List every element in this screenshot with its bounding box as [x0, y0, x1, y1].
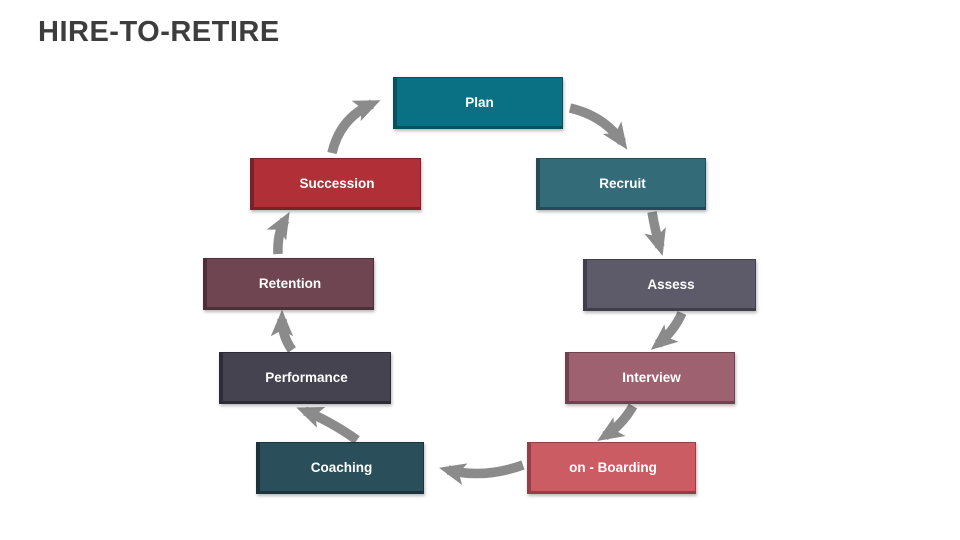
step-retention: Retention — [203, 258, 374, 310]
step-label: Interview — [622, 369, 681, 385]
arrow-plan-to-recruit — [568, 103, 628, 150]
step-label: Plan — [465, 94, 494, 110]
step-plan: Plan — [393, 77, 563, 129]
arrow-interview-to-onboarding — [597, 403, 638, 442]
page-title: HIRE-TO-RETIRE — [38, 16, 280, 48]
step-label: Succession — [299, 175, 375, 191]
arrow-retention-to-succession — [266, 211, 290, 255]
step-succession: Succession — [250, 158, 421, 210]
step-label: Assess — [647, 276, 695, 292]
arrow-assess-to-interview — [650, 310, 687, 350]
step-assess: Assess — [583, 259, 756, 311]
arrow-succession-to-plan — [327, 99, 381, 155]
step-interview: Interview — [565, 352, 735, 404]
step-performance: Performance — [219, 352, 391, 404]
step-coaching: Coaching — [256, 442, 424, 494]
arrow-coaching-to-performance — [296, 406, 360, 444]
arrow-performance-to-retention — [270, 309, 296, 353]
step-label: Retention — [258, 275, 322, 291]
arrow-recruit-to-assess — [644, 211, 666, 256]
step-label: Recruit — [599, 175, 646, 191]
step-onboarding: on - Boarding — [527, 442, 696, 494]
step-recruit: Recruit — [536, 158, 706, 210]
arrow-onboarding-to-coaching — [438, 460, 525, 486]
step-label: Coaching — [310, 459, 373, 475]
step-label: on - Boarding — [569, 459, 657, 475]
step-label: Performance — [265, 369, 348, 385]
